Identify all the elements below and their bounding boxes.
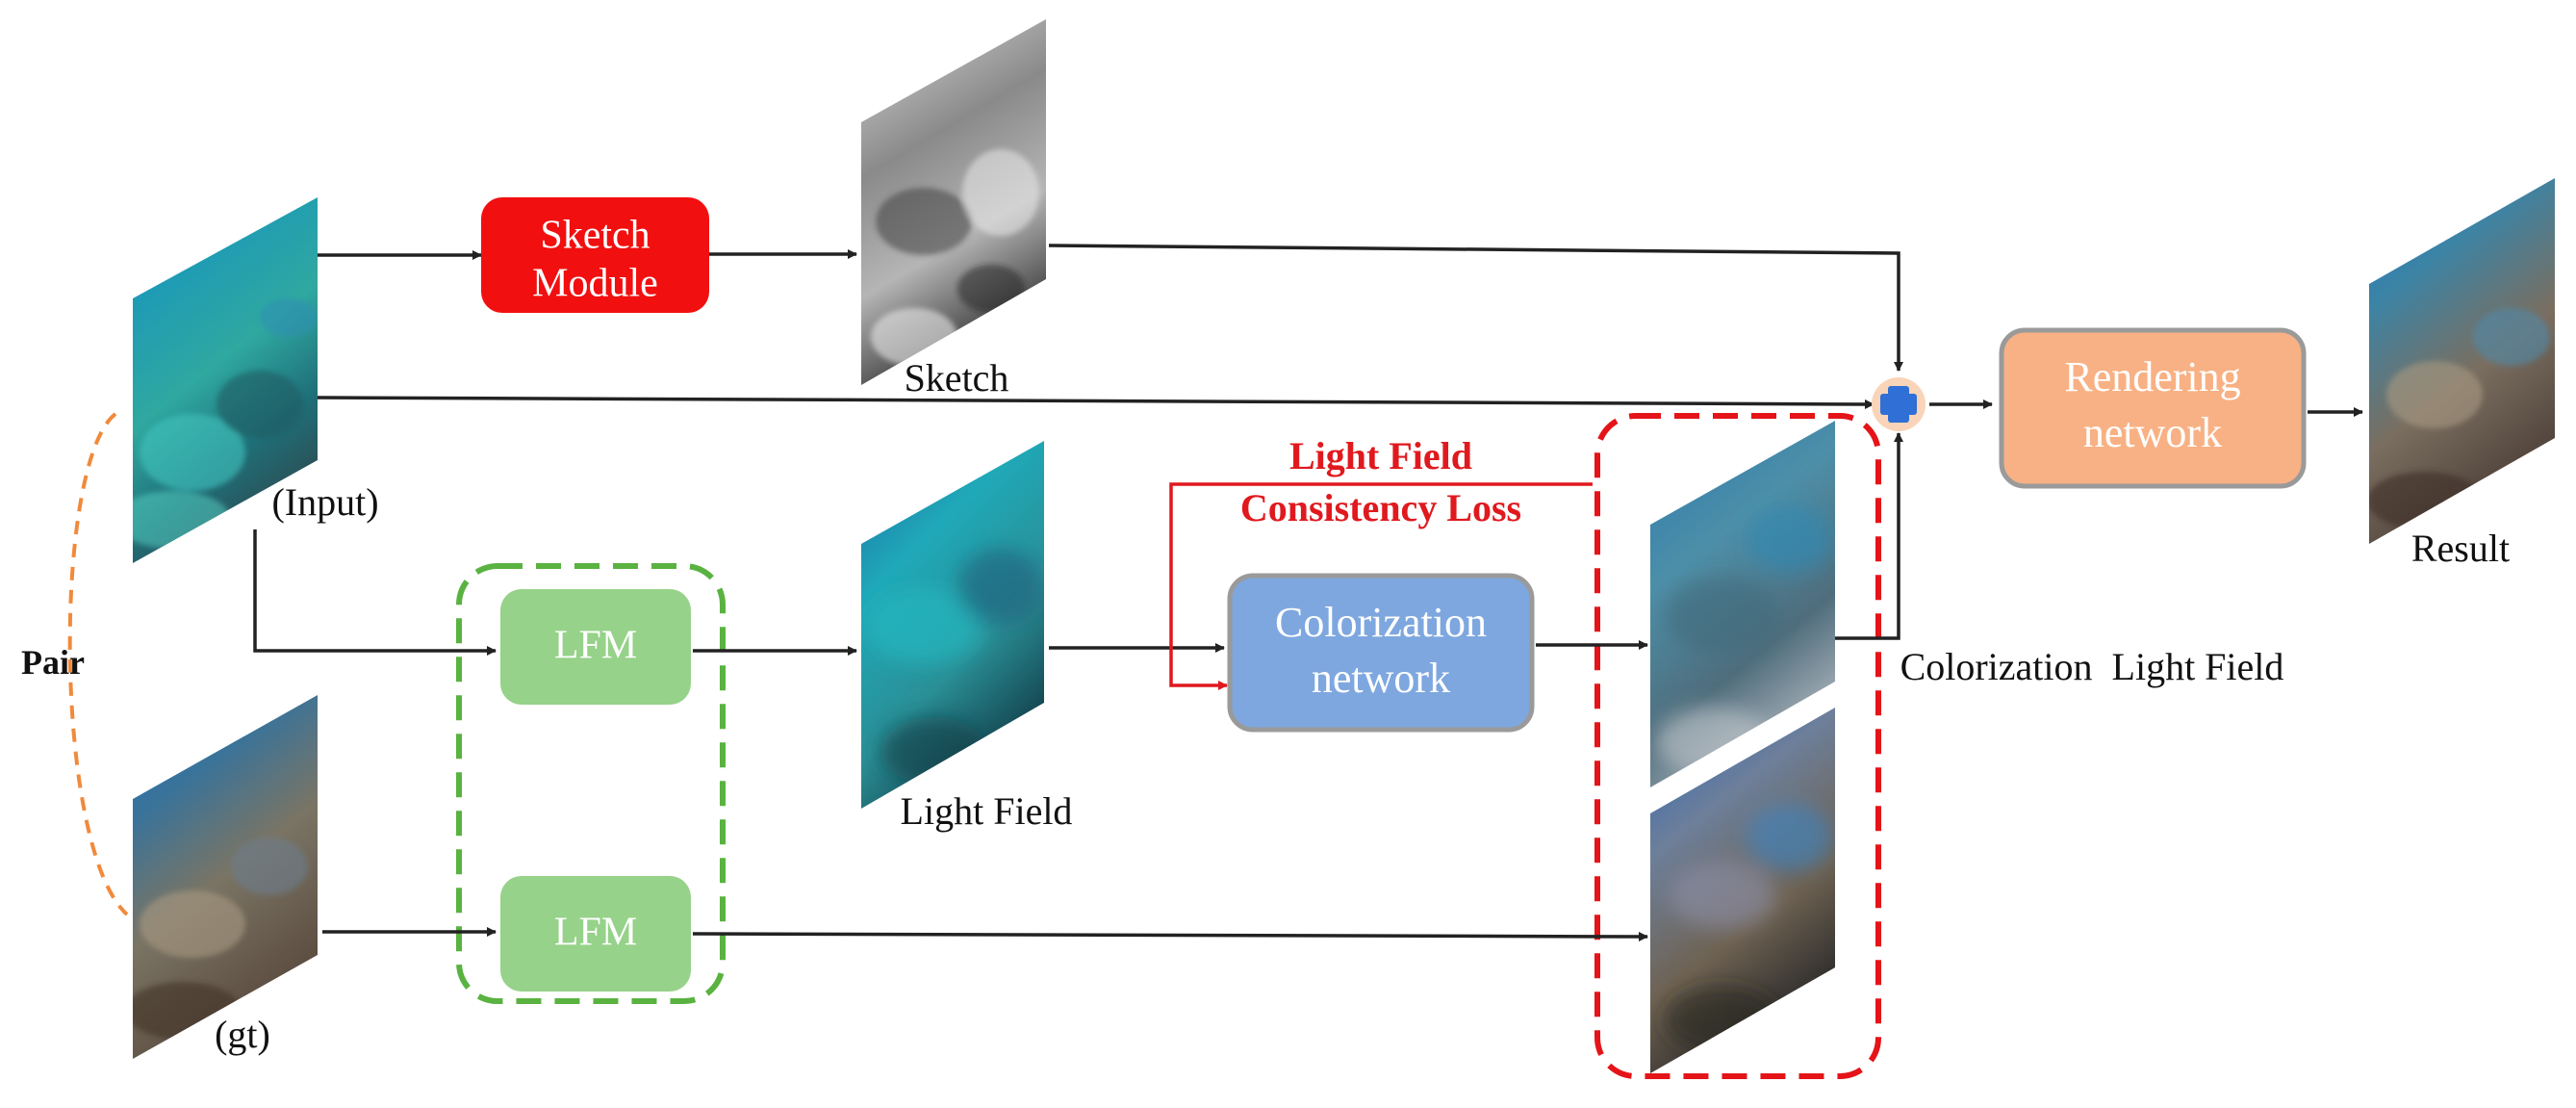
pair-label: Pair — [21, 643, 85, 682]
sketch-image — [861, 19, 1046, 385]
lfm-group-outline — [456, 563, 726, 1004]
light-field-label: Light Field — [901, 789, 1073, 833]
sketch-module-label-1: Sketch — [540, 214, 650, 258]
consistency-loss-arrow — [1169, 482, 1593, 690]
loss-label-line2: Consistency Loss — [1240, 486, 1521, 529]
colorization-network-label-1: Colorization — [1275, 599, 1487, 646]
pair-bracket — [67, 412, 129, 916]
gt-label: (gt) — [215, 1013, 270, 1056]
sketch-module-box: Sketch Module — [481, 197, 709, 313]
colorization-network-label-2: network — [1312, 655, 1450, 702]
rendering-network-label-1: Rendering — [2064, 353, 2240, 400]
rendering-network-label-2: network — [2083, 409, 2222, 456]
colorization-light-field-image-1 — [1650, 421, 1835, 787]
lfm-bottom-box: LFM — [500, 876, 691, 992]
input-image — [133, 197, 318, 563]
lfm-top-label: LFM — [554, 624, 637, 668]
lfm-top-box: LFM — [500, 589, 691, 705]
colorization-network-box: Colorization network — [1227, 573, 1535, 733]
connectors — [253, 244, 2363, 941]
rendering-network-box: Rendering network — [1999, 327, 2307, 489]
lfm-bottom-label: LFM — [554, 911, 637, 955]
gt-image — [133, 695, 318, 1059]
sketch-label: Sketch — [905, 356, 1009, 399]
colorization-light-field-image-2 — [1650, 708, 1835, 1073]
plus-icon — [1872, 377, 1926, 431]
input-label: (Input) — [271, 480, 378, 524]
colorization-light-field-label: Colorization Light Field — [1900, 645, 2284, 688]
result-image — [2369, 178, 2555, 544]
loss-label-line1: Light Field — [1289, 434, 1472, 477]
light-field-image — [861, 441, 1044, 809]
sketch-module-label-2: Module — [532, 262, 658, 306]
colorization-light-field-group-outline — [1594, 413, 1881, 1079]
result-label: Result — [2411, 527, 2510, 570]
